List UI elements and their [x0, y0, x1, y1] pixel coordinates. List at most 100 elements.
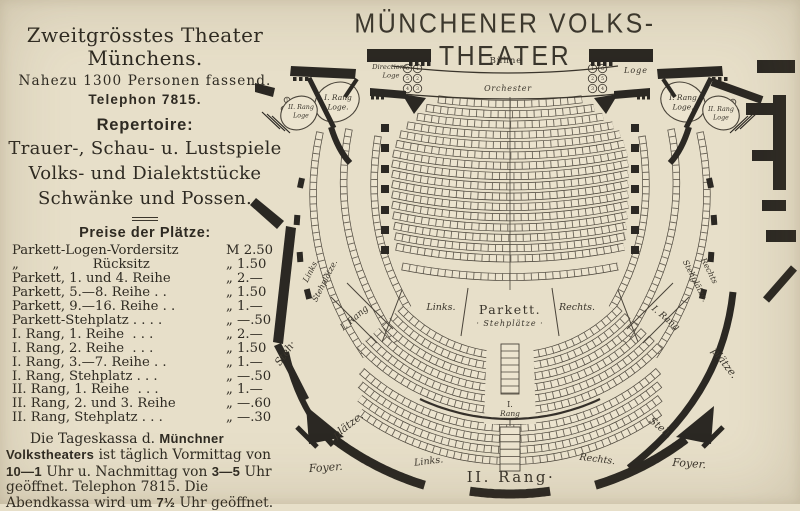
loge-seat: [412, 73, 423, 84]
wall-segment: [371, 96, 374, 100]
seat-row-outline: [309, 131, 370, 359]
rang2-loge-left-label: Loge: [292, 113, 309, 120]
aisle-tab: [381, 165, 389, 173]
wall-segment: [421, 62, 425, 66]
aisle-tab: [631, 144, 639, 152]
seat-dividers: [371, 135, 411, 310]
price-row-label: Parkett, 9.—16. Reihe . .: [12, 300, 176, 314]
info-panel: Zweitgrösstes Theater Münchens. Nahezu 1…: [4, 24, 286, 511]
stairs: [500, 343, 520, 395]
phone-line: Telephon 7815.: [88, 92, 202, 107]
wall-segment: [762, 200, 786, 211]
price-row-value: „ 1.—: [226, 354, 263, 370]
theater-claim-line2: Münchens.: [87, 46, 203, 70]
wall-segment: [724, 77, 728, 81]
wall-segment: [381, 96, 384, 100]
seat-row-outline: [650, 131, 711, 359]
directions-loge-label: Directions-: [371, 63, 411, 71]
seat-dividers: [390, 313, 630, 371]
loge-seat-number: 2: [591, 76, 594, 82]
price-row-label: Parkett, 5.—8. Reihe . .: [12, 286, 167, 301]
links-steh-label: Links.: [301, 258, 321, 285]
steh-left-label: plätze.: [330, 410, 365, 441]
loge-seat-number: 4: [601, 86, 604, 92]
wall-segment: [773, 95, 786, 190]
box-office-text: Die Tageskassa d.: [30, 431, 160, 448]
rang2-loge-left: [280, 95, 318, 131]
loge-seat-number: 5: [601, 76, 604, 82]
loge-right-label: Loge: [623, 66, 648, 75]
parkett-steh-label: · Stehplätze ·: [476, 319, 543, 328]
price-row: Parkett, 1. und 4. Reihe„ 2.—: [12, 272, 276, 286]
wall-segment: [409, 62, 413, 66]
wall-segment: [283, 351, 336, 448]
wall-segment: [766, 230, 796, 242]
price-row: „ „ Rücksitz „ 1.50: [12, 258, 276, 272]
rang1-center-label: I.: [507, 400, 513, 409]
aisle-tab: [631, 226, 639, 234]
wall-segment: [290, 66, 356, 79]
price-row: I. Rang, Stehplatz . . .„ —.50: [12, 369, 276, 384]
wall-segment: [415, 62, 419, 66]
price-row: II. Rang, 1. Reihe . . .„ 1.—: [12, 383, 276, 397]
loge-seat-number: 3: [591, 86, 594, 92]
wall-segment: [328, 126, 353, 166]
price-row-label: Parkett-Logen-Vordersitz: [12, 244, 179, 259]
rang1-loge-left-label: I. Rang: [323, 93, 352, 102]
seat-dividers: [358, 409, 662, 465]
price-row-value: „ 2.—: [226, 326, 263, 342]
seat-row: [310, 131, 369, 358]
seat-dividers: [416, 113, 604, 128]
price-row-value: „ 1.—: [226, 299, 263, 315]
wall-segment: [594, 94, 618, 114]
price-row: II. Rang, 2. und 3. Reihe„ —.60: [12, 397, 276, 411]
wall-segment: [683, 76, 714, 130]
price-row: I. Rang, 2. Reihe . . .„ 1.50: [12, 340, 276, 356]
rang1-center-label: Rang: [499, 409, 520, 418]
box-office-text: Uhr u. Nachmittag von: [41, 463, 212, 480]
box-office-bold: 10—1: [6, 463, 42, 479]
box-office-text: ist täglich Vormittag von: [94, 447, 272, 464]
stehplaetze-boundary: [330, 282, 690, 344]
price-row-label: II. Rang, Stehplatz . . .: [12, 411, 163, 426]
foyer-left-label: Foyer.: [307, 460, 343, 475]
wall-segment: [370, 88, 406, 99]
aisle-tab: [631, 206, 639, 214]
price-row-value: „ —.50: [226, 312, 272, 328]
wall-segment: [591, 62, 595, 66]
wall-tab: [293, 214, 301, 226]
loge-seat-number: 6: [406, 66, 409, 72]
price-row: Parkett, 5.—8. Reihe . .„ 1.50: [12, 286, 276, 300]
loge-seat-number: 3: [416, 86, 419, 92]
price-row: I. Rang, 1. Reihe . . .„ 2.—: [12, 326, 276, 342]
rang2-loge-left-label: II. Rang: [287, 104, 314, 111]
price-row-label: „ „ Rücksitz: [12, 258, 150, 273]
loge-seat: [587, 83, 598, 94]
loge-seat-number: 5: [406, 76, 409, 82]
wall-segment: [667, 126, 692, 166]
wall-segment: [271, 115, 291, 134]
wall-segment: [647, 96, 650, 100]
rechts-steh-label: Rechts: [698, 256, 719, 286]
wall-segment: [762, 265, 798, 303]
theater-walls: [250, 49, 798, 499]
page-title: Münchener Volks-Theater: [354, 8, 656, 72]
wall-segment: [661, 77, 677, 99]
seat-dividers: [393, 222, 627, 242]
loge-seat: [597, 73, 608, 84]
rang2-loge-right-label: Loge: [712, 115, 729, 122]
price-row-value: „ 2.—: [226, 271, 263, 287]
wall-segment: [299, 77, 303, 81]
price-row-value: „ 1.50: [226, 340, 267, 356]
repertoire-line: Trauer-, Schau- u. Lustspiele: [8, 138, 282, 159]
aisle-tab: [381, 206, 389, 214]
stage-front-line: [391, 65, 619, 74]
price-row-value: „ 1.50: [226, 257, 267, 273]
loge-seat: [597, 83, 608, 94]
loge-seat-number: 4: [406, 86, 409, 92]
repertoire-heading: Repertoire:: [96, 116, 194, 134]
foyer-right-label: Foyer.: [671, 456, 707, 471]
bottom-rechts-label: Rechts.: [578, 452, 616, 467]
